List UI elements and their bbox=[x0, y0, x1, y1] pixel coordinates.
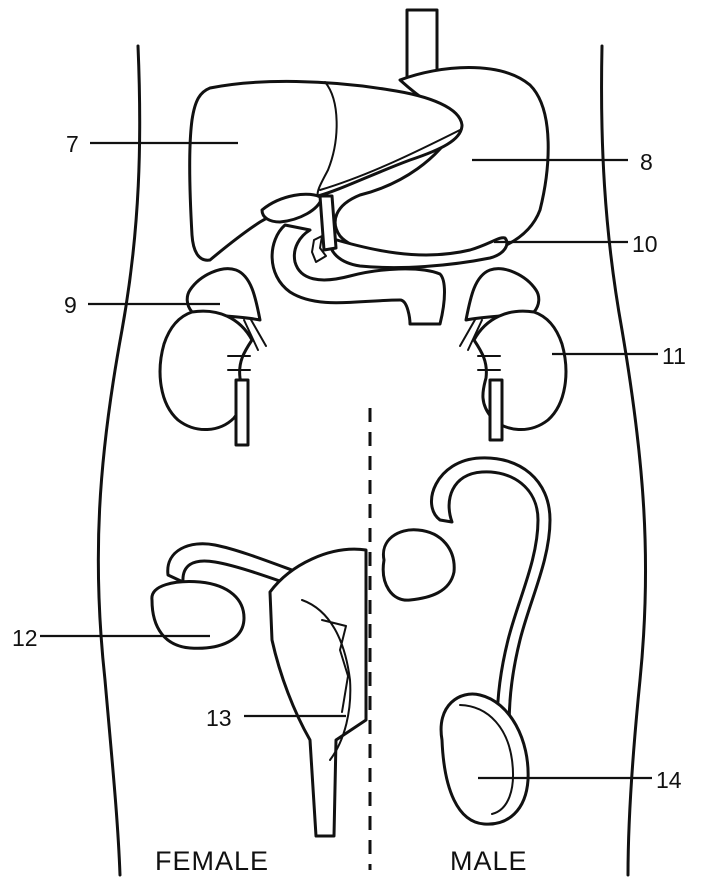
male-label: MALE bbox=[450, 846, 528, 876]
seminal-vesicle bbox=[383, 530, 454, 600]
body-outline-left bbox=[98, 46, 139, 875]
female-label: FEMALE bbox=[155, 846, 269, 876]
label-11: 11 bbox=[662, 343, 686, 369]
label-10: 10 bbox=[632, 231, 658, 257]
right-ureter bbox=[490, 380, 502, 440]
ovary bbox=[152, 582, 244, 649]
body-outline-right bbox=[602, 46, 646, 875]
label-13: 13 bbox=[206, 705, 232, 731]
uterus bbox=[270, 549, 366, 836]
label-14: 14 bbox=[656, 767, 682, 793]
testis bbox=[441, 694, 528, 824]
label-9: 9 bbox=[64, 292, 77, 318]
bile-duct bbox=[320, 196, 336, 250]
left-ureter bbox=[236, 380, 248, 445]
label-8: 8 bbox=[640, 149, 653, 175]
label-12: 12 bbox=[12, 625, 38, 651]
label-7: 7 bbox=[66, 131, 79, 157]
